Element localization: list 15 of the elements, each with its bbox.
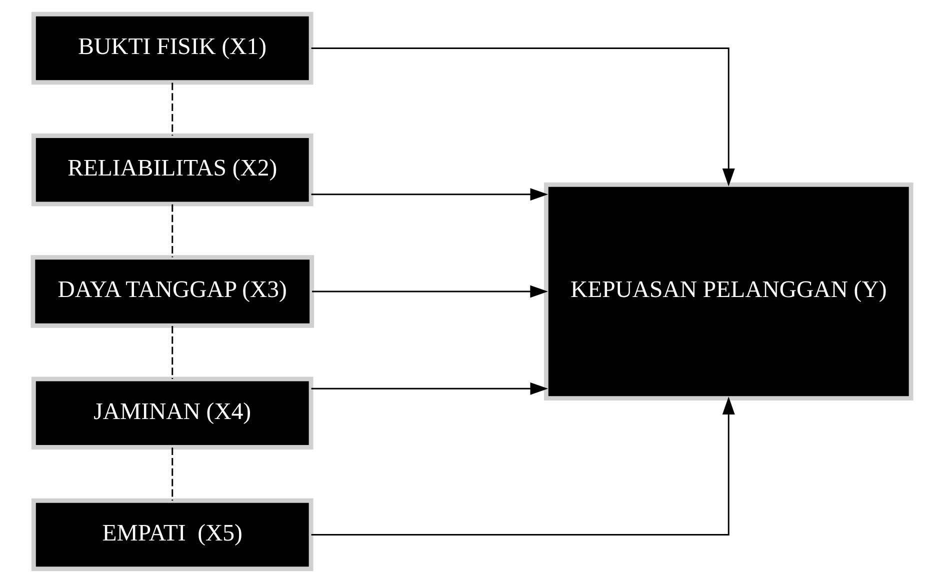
- arrow: [311, 382, 548, 395]
- arrow: [311, 188, 548, 201]
- node-box: KEPUASAN PELANGGAN (Y): [544, 182, 914, 401]
- arrow: [311, 48, 735, 186]
- arrow: [311, 396, 735, 536]
- arrow: [312, 285, 548, 298]
- connector: [172, 82, 174, 136]
- node-box: BUKTI FISIK (X1): [31, 12, 314, 85]
- connector: [172, 204, 174, 258]
- node-box: JAMINAN (X4): [31, 376, 314, 450]
- connector: [172, 326, 174, 379]
- node-box: DAYA TANGGAP (X3): [30, 255, 314, 328]
- node-box: EMPATI (X5): [31, 498, 314, 572]
- connector: [172, 448, 174, 501]
- node-box: RELIABILITAS (X2): [31, 134, 314, 206]
